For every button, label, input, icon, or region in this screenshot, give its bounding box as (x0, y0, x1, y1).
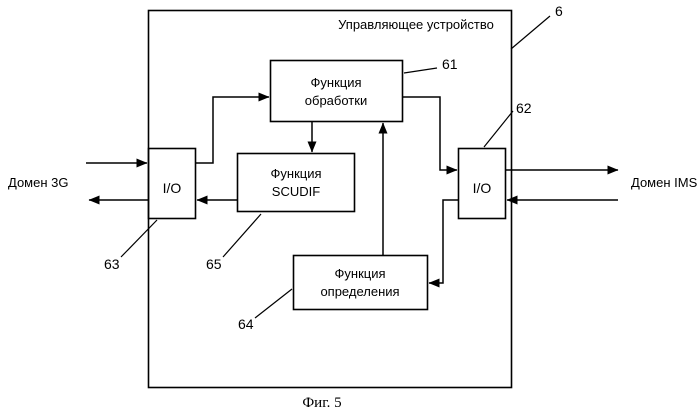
scudif-function-box (236, 152, 356, 213)
arrow-processing-to-io-right (403, 96, 458, 175)
ref-62-label: 62 (516, 100, 532, 116)
domain-ims-label: Домен IMS (631, 175, 698, 190)
processing-function-box (269, 59, 404, 123)
io-right-box (457, 147, 507, 220)
processing-function-label-line2: обработки (305, 93, 367, 108)
domain-3g-label: Домен 3G (8, 175, 68, 190)
ref-64-leader-line (254, 288, 293, 319)
control-device-label: Управляющее устройство (338, 17, 494, 32)
determination-function-box (292, 254, 429, 311)
io-left-label: I/O (163, 180, 182, 196)
figure-caption: Фиг. 5 (302, 395, 341, 411)
ref-65-label: 65 (206, 256, 222, 272)
processing-function-label-line1: Функция (311, 75, 362, 90)
determination-function-label-line2: определения (320, 284, 399, 299)
ref-63-leader-line (120, 219, 158, 258)
scudif-function-label-line1: Функция (271, 166, 322, 181)
scudif-function-label-line2: SCUDIF (272, 184, 320, 199)
ref-61-label: 61 (442, 56, 458, 72)
determination-function-label-line1: Функция (335, 266, 386, 281)
ref-62-leader-line (483, 110, 514, 148)
io-left-box (147, 147, 197, 220)
ref-6-leader-line (510, 15, 551, 50)
ref-61-leader-line (403, 67, 438, 74)
io-right-label: I/O (473, 180, 492, 196)
arrow-io-right-to-determination (428, 199, 458, 288)
ref-6-label: 6 (555, 3, 563, 19)
arrow-io-left-to-processing (195, 92, 270, 164)
ref-63-label: 63 (104, 256, 120, 272)
ref-64-label: 64 (238, 316, 254, 332)
ref-65-leader-line (222, 213, 262, 258)
